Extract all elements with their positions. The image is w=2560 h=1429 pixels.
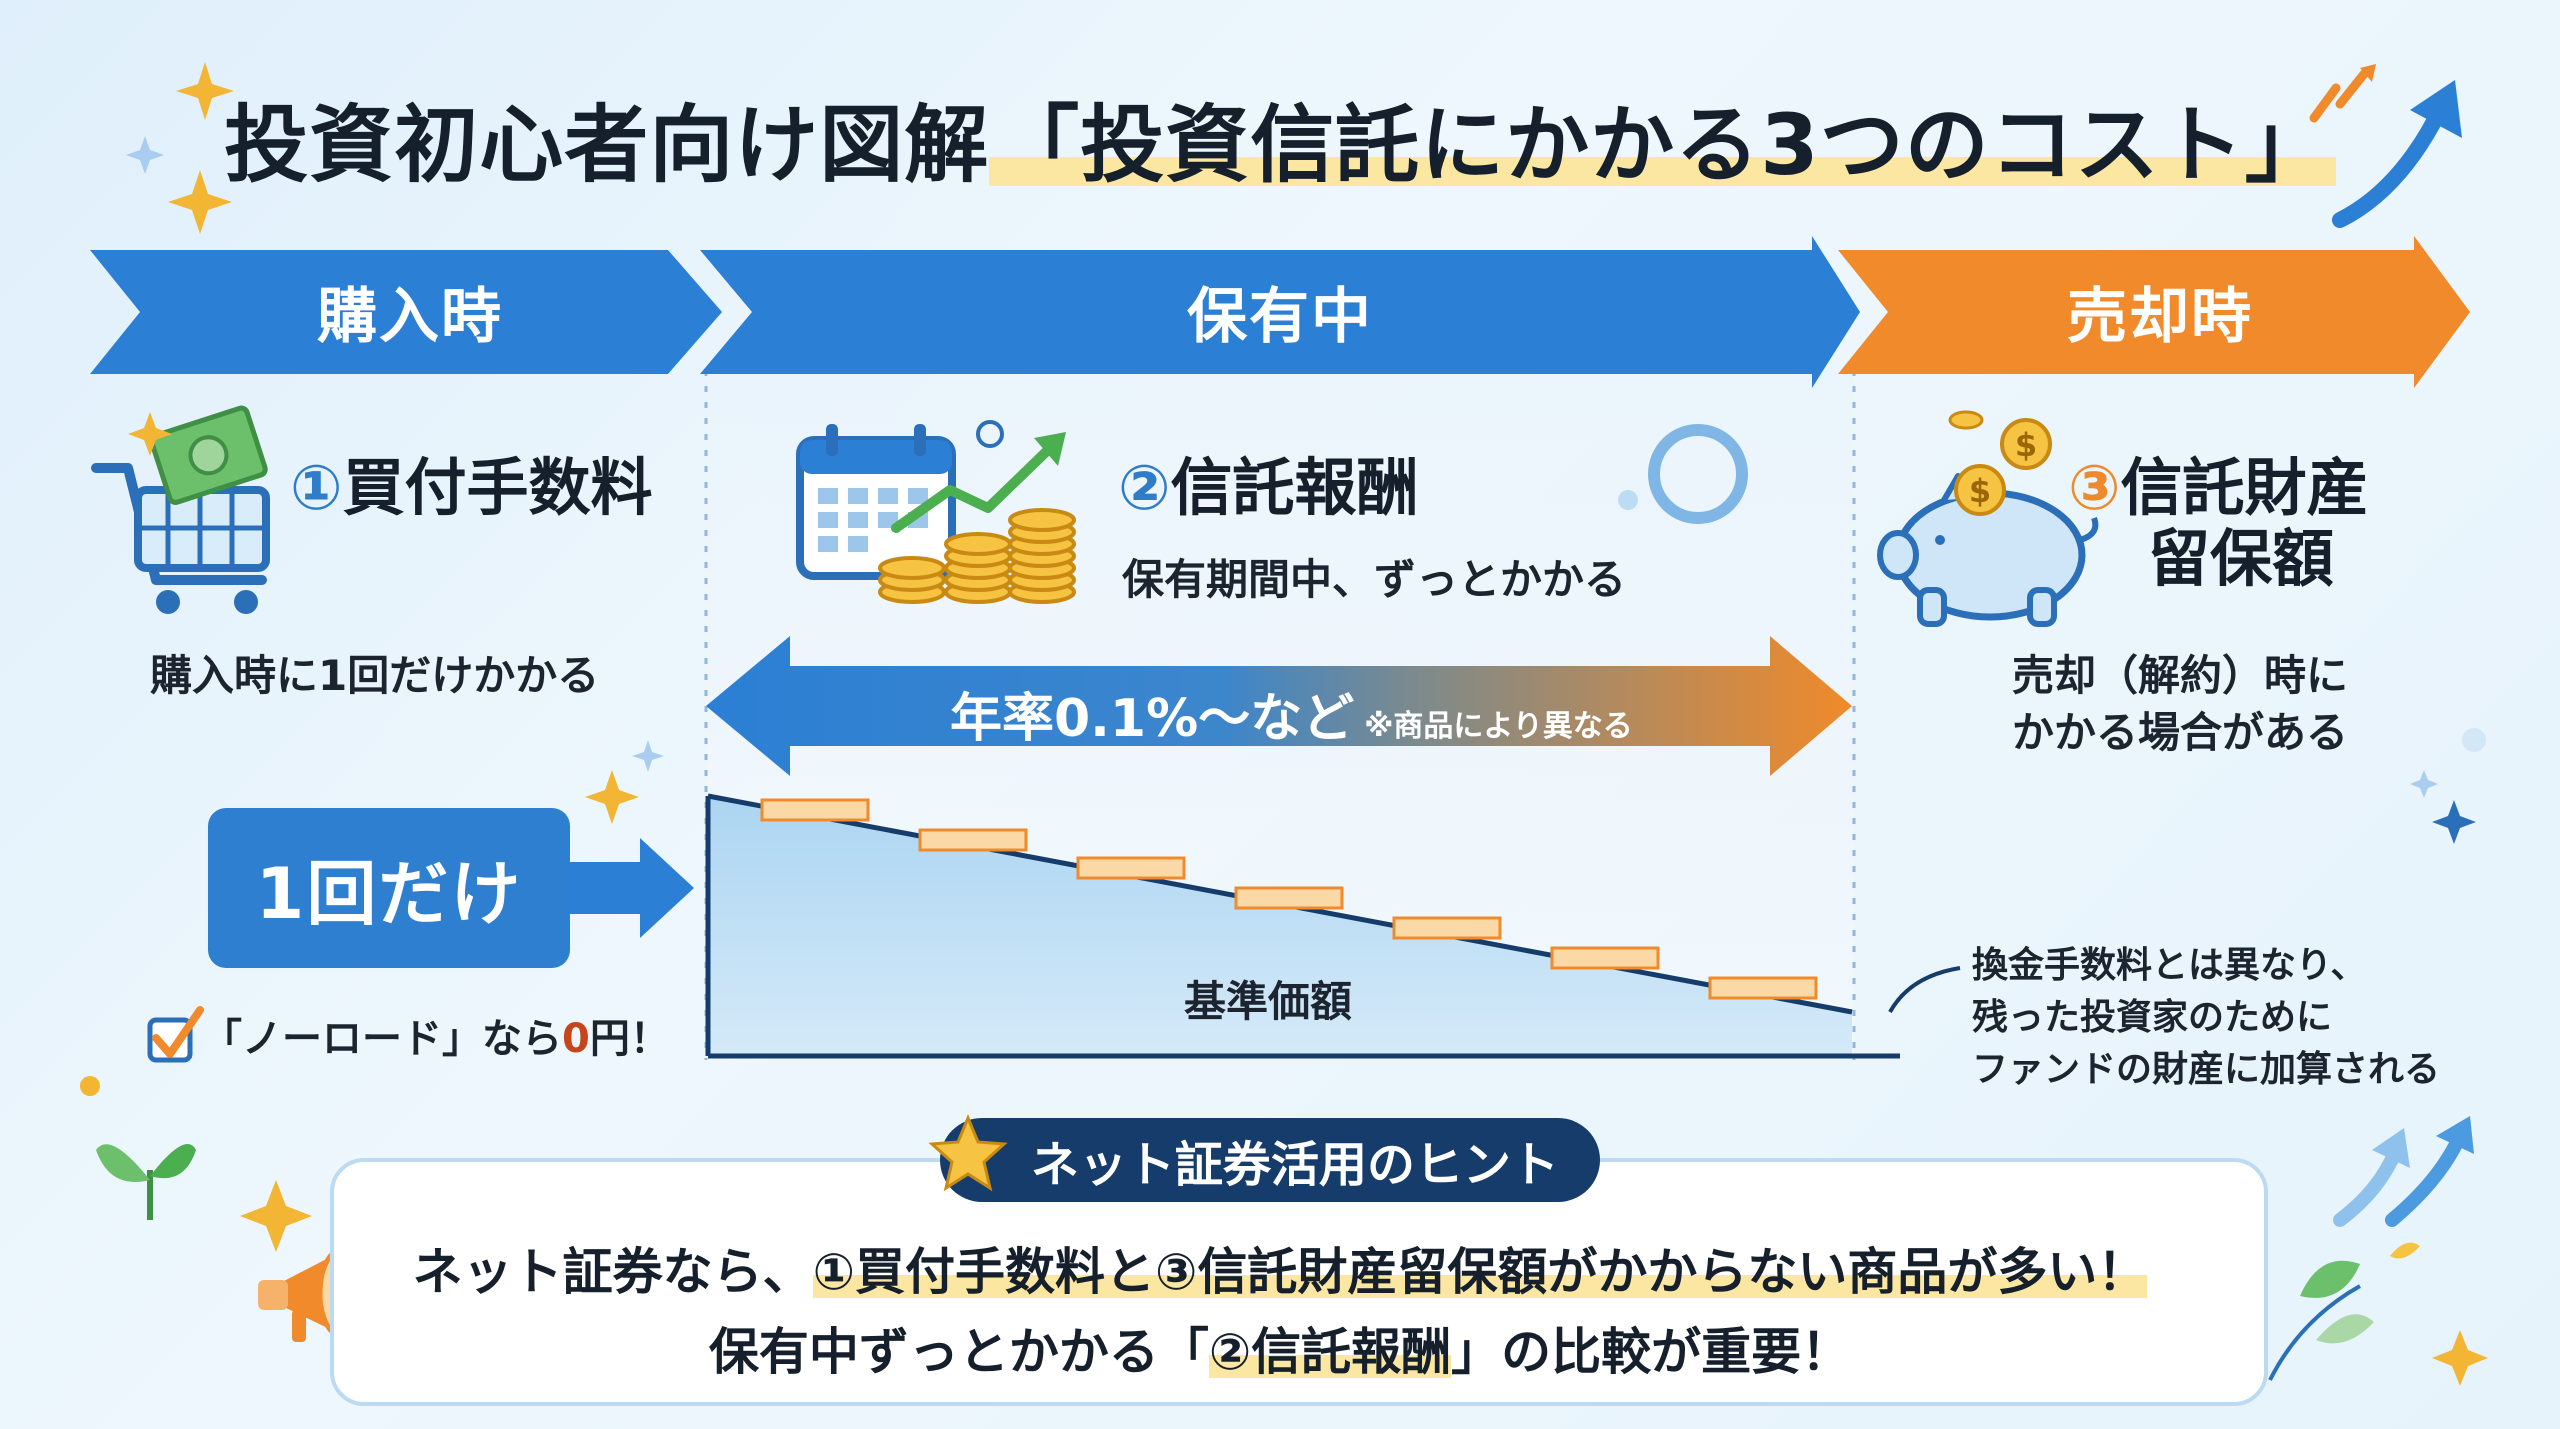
hint-pill-label: ネット証券活用のヒント bbox=[1030, 1137, 1559, 1193]
purchase-note: 購入時に1回だけかかる bbox=[150, 651, 600, 700]
selling-note: 売却（解約）時に かかる場合がある bbox=[1980, 648, 2380, 761]
sprout-icon bbox=[2268, 1242, 2420, 1381]
dot-decoration bbox=[80, 1076, 100, 1096]
ring-icon bbox=[1648, 424, 1748, 524]
stage-arrow-selling bbox=[1838, 236, 2470, 388]
hint-line-2-a: 保有中ずっとかかる「 bbox=[708, 1323, 1209, 1381]
fee-blocks bbox=[760, 798, 1818, 1000]
hint-line-2-c: 」の比較が重要！ bbox=[1451, 1323, 1852, 1381]
dot-decoration bbox=[2462, 728, 2486, 752]
selling-callout: 換金手数料とは異なり、 残った投資家のために ファンドの財産に加算される bbox=[1972, 940, 2440, 1097]
callout-line bbox=[1888, 966, 1961, 1013]
fee-block bbox=[760, 798, 870, 822]
holding-note: 保有期間中、ずっとかかる bbox=[1122, 555, 1627, 604]
hint-line-1-c: がかからない商品が多い！ bbox=[1547, 1243, 2148, 1301]
growth-arrow-icon bbox=[891, 432, 1066, 533]
fee-block bbox=[1550, 946, 1660, 970]
piggy-bank-icon bbox=[1877, 473, 2099, 627]
cost-title-holding: ②信託報酬 bbox=[1118, 452, 1419, 523]
star-icon bbox=[240, 1180, 312, 1252]
hint-pill: ネット証券活用のヒント bbox=[940, 1118, 1600, 1202]
fee-block bbox=[1234, 886, 1344, 910]
dollar-coin-icon: $ $ bbox=[1948, 410, 2052, 516]
title-part-1: 投資初心者向け図解 bbox=[224, 96, 990, 194]
sparkle-icon bbox=[128, 412, 172, 456]
stage-label-holding: 保有中 bbox=[1187, 282, 1373, 352]
rate-arrow bbox=[706, 636, 1852, 776]
trend-arrow-icon bbox=[2309, 64, 2462, 228]
nav-chart bbox=[705, 793, 1900, 1059]
hint-line-1: ネット証券なら、①買付手数料と③信託財産留保額がかからない商品が多い！ bbox=[0, 1232, 2560, 1304]
star-icon bbox=[928, 1114, 1008, 1192]
hint-line-1-a: ネット証券なら、 bbox=[412, 1243, 813, 1301]
once-badge: 1回だけ bbox=[208, 808, 570, 968]
trend-arrow-icon bbox=[2333, 1116, 2474, 1227]
stage-label-selling: 売却時 bbox=[2067, 282, 2253, 352]
noload-unit: 円！ bbox=[589, 1016, 670, 1062]
hint-line-1-b: ①買付手数料と③信託財産留保額 bbox=[812, 1243, 1548, 1301]
cost-title-selling: ③信託財産 留保額 bbox=[2068, 452, 2369, 595]
checkbox-icon bbox=[147, 1006, 204, 1063]
fee-block bbox=[1392, 916, 1502, 940]
callout-line-2: 残った投資家のために bbox=[1972, 997, 2333, 1039]
cost-number-1: ① bbox=[290, 451, 343, 524]
fee-block bbox=[918, 828, 1028, 852]
ring-icon bbox=[976, 420, 1004, 448]
stage-arrow-purchase bbox=[90, 250, 722, 374]
hint-line-2-b: ②信託報酬 bbox=[1208, 1323, 1452, 1381]
coin-stack-icon bbox=[878, 508, 1076, 604]
nav-area bbox=[708, 796, 1852, 1056]
callout-line-3: ファンドの財産に加算される bbox=[1972, 1049, 2441, 1091]
cost-number-2: ② bbox=[1118, 451, 1171, 524]
hint-line-2: 保有中ずっとかかる「②信託報酬」の比較が重要！ bbox=[0, 1312, 2560, 1384]
once-arrow bbox=[570, 838, 694, 938]
cost-number-3: ③ bbox=[2068, 451, 2121, 524]
sprout-icon bbox=[96, 1143, 196, 1220]
cost-name-2: 信託報酬 bbox=[1170, 451, 1419, 524]
cost-name-3-line-2: 留保額 bbox=[2148, 522, 2335, 596]
callout-line-1: 換金手数料とは異なり、 bbox=[1972, 945, 2367, 986]
stage-arrow-holding bbox=[700, 236, 1860, 388]
cost-name-3-line-1: 信託財産 bbox=[2120, 451, 2369, 524]
cost-name-1: 買付手数料 bbox=[342, 451, 653, 524]
selling-note-line-1: 売却（解約）時に bbox=[2011, 651, 2348, 700]
sparkle-icon bbox=[632, 740, 664, 772]
dot-decoration bbox=[1618, 490, 1638, 510]
once-label: 1回だけ bbox=[255, 852, 523, 935]
rate-note: ※商品により異なる bbox=[1364, 709, 1633, 744]
rate-main: 年率0.1%〜など bbox=[950, 689, 1355, 749]
title-part-2: 「投資信託にかかる3つのコスト」 bbox=[989, 96, 2336, 194]
noload-text: 「ノーロード」なら bbox=[202, 1016, 562, 1062]
noload-value: 0 bbox=[562, 1016, 590, 1062]
sparkle-icon bbox=[2410, 770, 2476, 844]
cost-title-purchase: ①買付手数料 bbox=[290, 452, 653, 523]
fee-block bbox=[1708, 976, 1818, 1000]
nav-label: 基準価額 bbox=[1184, 977, 1353, 1026]
shopping-cart-icon bbox=[91, 405, 270, 614]
page-title: 投資初心者向け図解「投資信託にかかる3つのコスト」 bbox=[0, 78, 2560, 199]
svg-text:$: $ bbox=[2015, 426, 2037, 464]
fee-block bbox=[1076, 856, 1186, 880]
noload-note: 「ノーロード」なら0円！ bbox=[202, 1010, 670, 1068]
sparkle-icon bbox=[168, 62, 234, 234]
stage-label-purchase: 購入時 bbox=[317, 282, 503, 352]
svg-text:$: $ bbox=[1969, 472, 1991, 510]
sparkle-icon bbox=[2432, 1330, 2488, 1386]
rate-label: 年率0.1%〜など ※商品により異なる bbox=[950, 676, 1633, 751]
sparkle-icon bbox=[585, 770, 639, 824]
sparkle-icon bbox=[126, 136, 164, 174]
selling-note-line-2: かかる場合がある bbox=[2011, 707, 2348, 757]
